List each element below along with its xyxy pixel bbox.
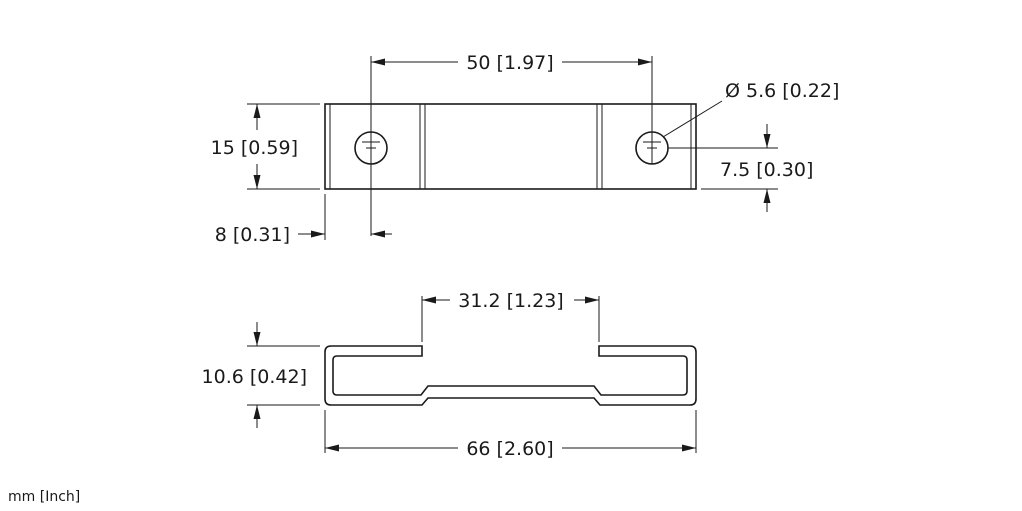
arrowhead [763, 189, 771, 203]
arrowhead [253, 405, 261, 419]
units-label: mm [Inch] [8, 489, 80, 505]
height-label: 15 [0.59] [211, 137, 298, 159]
arrowhead [763, 134, 771, 148]
hole-spacing-label: 50 [1.97] [466, 52, 553, 74]
arrowhead [682, 444, 696, 452]
opening-width-label: 31.2 [1.23] [458, 290, 563, 312]
arrowhead [253, 175, 261, 189]
side-view-outer-profile [324, 345, 697, 406]
arrowhead [585, 296, 599, 304]
top-view: 50 [1.97] Ø 5.6 [0.22] 15 [0.59] 7.5 [0.… [211, 52, 840, 246]
hole-diameter-label: Ø 5.6 [0.22] [725, 80, 839, 102]
hole-diameter-leader [662, 100, 723, 138]
arrowhead [253, 332, 261, 346]
edge-offset-label: 8 [0.31] [215, 224, 290, 246]
top-view-plate-outline [324, 103, 697, 190]
arrowhead [422, 296, 436, 304]
arrowhead [371, 58, 385, 66]
arrowhead [638, 58, 652, 66]
arrowhead [311, 230, 325, 238]
arrowhead [325, 444, 339, 452]
hole-center-height-label: 7.5 [0.30] [720, 159, 813, 181]
side-view: 31.2 [1.23] 10.6 [0.42] 66 [2.60] [202, 290, 697, 460]
thickness-label: 10.6 [0.42] [202, 366, 307, 388]
arrowhead [371, 230, 385, 238]
overall-length-label: 66 [2.60] [466, 438, 553, 460]
arrowhead [253, 104, 261, 118]
